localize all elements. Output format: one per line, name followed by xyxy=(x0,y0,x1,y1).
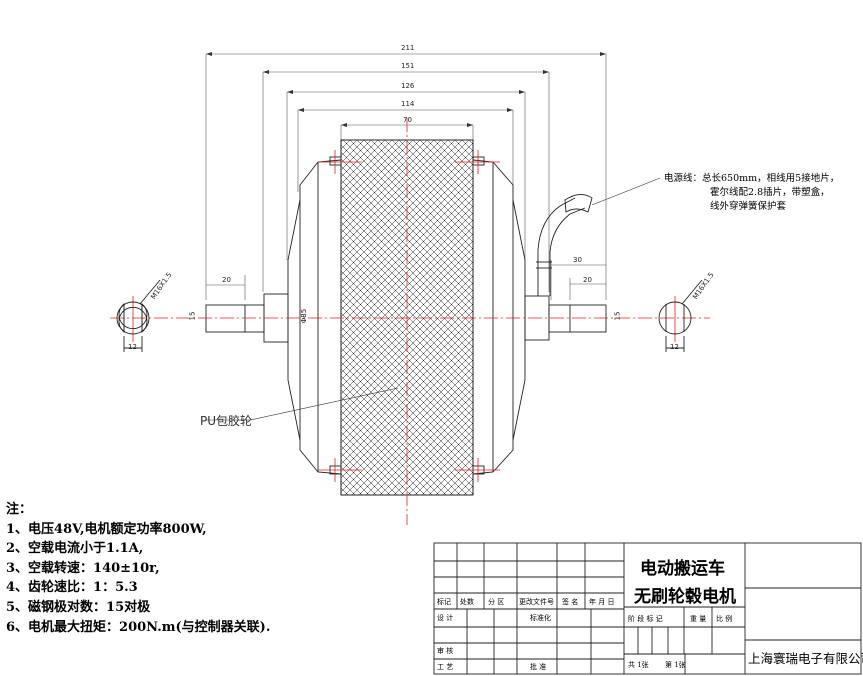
tb-designer: 设 计 xyxy=(437,614,454,622)
tb-label-mark: 标记 xyxy=(437,598,451,606)
tb-sheet-total: 共 1张 xyxy=(628,661,649,669)
tb-approve: 批 准 xyxy=(530,663,547,671)
note-item: 5、磁钢极对数：15对极 xyxy=(6,599,151,615)
shaft-end-views xyxy=(116,279,703,352)
tb-label-change-doc: 更改文件号 xyxy=(519,598,554,606)
dim-126: 126 xyxy=(401,82,415,90)
note-item: 4、齿轮速比：1：5.3 xyxy=(6,580,138,596)
note-item: 3、空载转速：140±10r, xyxy=(6,560,160,576)
tb-weight: 重 量 xyxy=(690,615,707,623)
tb-process: 工 艺 xyxy=(437,663,454,671)
dim-12-right: 12 xyxy=(670,343,679,351)
tb-label-zone: 分 区 xyxy=(488,598,505,606)
dim-15-left: 15 xyxy=(188,311,197,321)
dimension-arrows xyxy=(206,52,606,127)
tb-label-signature: 签 名 xyxy=(562,598,579,606)
tb-label-date: 年 月 日 xyxy=(589,598,615,606)
tb-standard: 标准化 xyxy=(530,614,551,622)
dim-20-right: 20 xyxy=(583,276,592,284)
power-cable-note: 电源线：总长650mm，相线用5接地片， 霍尔线配2.8插片，带塑盒， 线外穿弹… xyxy=(664,172,839,215)
product-title-line1: 电动搬运车 xyxy=(640,559,725,579)
dim-211: 211 xyxy=(401,44,415,52)
tb-scale: 比 例 xyxy=(716,615,733,623)
tb-review: 审 核 xyxy=(437,647,454,655)
product-title-line2: 无刷轮毂电机 xyxy=(634,587,736,607)
note-item: 1、电压48V,电机额定功率800W, xyxy=(6,521,207,537)
dim-20-left: 20 xyxy=(222,276,231,284)
dim-phi85: Φ85 xyxy=(300,308,309,324)
dim-30: 30 xyxy=(573,256,582,264)
wire-note-line2: 霍尔线配2.8插片，带塑盒， xyxy=(710,187,830,199)
dim-12-left: 12 xyxy=(128,343,137,351)
tb-stage: 阶 段 标 记 xyxy=(628,615,663,623)
company-name: 上海寰瑞电子有限公司 xyxy=(748,651,863,666)
dim-114: 114 xyxy=(401,100,415,108)
wire-note-line3: 线外穿弹簧保护套 xyxy=(710,201,787,213)
tb-label-count: 处数 xyxy=(460,598,474,606)
technical-notes: 注： 1、电压48V,电机额定功率800W, 2、空载电流小于1.1A, 3、空… xyxy=(6,500,270,637)
wire-note-line1: 电源线：总长650mm，相线用5接地片， xyxy=(664,173,840,184)
dimension-lines xyxy=(205,53,607,300)
tb-sheet-number: 第 1张 xyxy=(665,661,686,669)
dim-70: 70 xyxy=(403,116,412,124)
power-cable xyxy=(536,194,593,296)
dim-15-right: 15 xyxy=(613,311,622,321)
title-block-grid xyxy=(433,542,862,675)
notes-title: 注： xyxy=(6,502,33,517)
note-item: 2、空载电流小于1.1A, xyxy=(6,541,144,557)
dim-151: 151 xyxy=(401,62,415,70)
pu-tyre-label: PU包胶轮 xyxy=(200,414,253,428)
note-item: 6、电机最大扭矩：200N.m(与控制器关联). xyxy=(6,619,271,635)
motor-outline xyxy=(205,156,607,475)
leader-lines xyxy=(206,177,661,421)
